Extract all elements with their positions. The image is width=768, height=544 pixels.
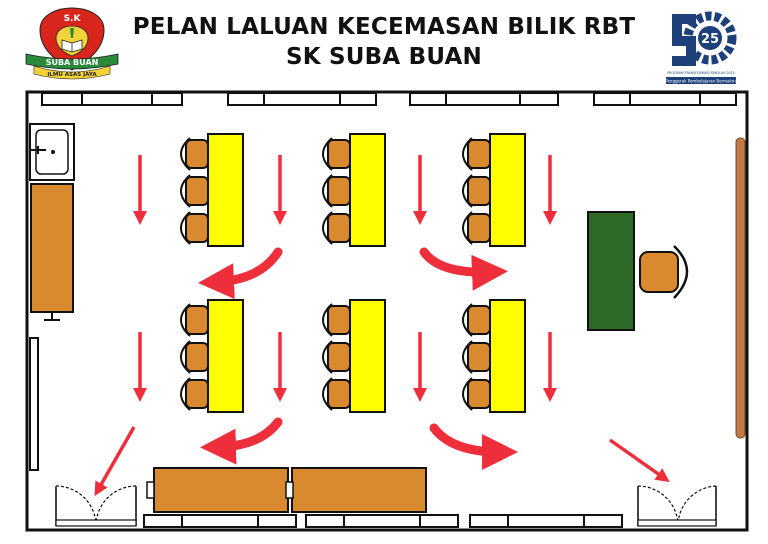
chair-back bbox=[180, 303, 191, 337]
chair-back bbox=[180, 211, 191, 245]
evacuation-arrows bbox=[94, 155, 670, 497]
chair-back bbox=[322, 211, 333, 245]
student-chair bbox=[185, 139, 209, 169]
bottom-window bbox=[305, 514, 459, 528]
student-chair bbox=[467, 139, 491, 169]
student-chair bbox=[185, 305, 209, 335]
top-window bbox=[409, 92, 559, 106]
logo-number: 25 bbox=[701, 32, 719, 47]
chair-back bbox=[462, 377, 473, 411]
desk-group bbox=[462, 299, 526, 413]
chair-back bbox=[462, 211, 473, 245]
chair-back bbox=[322, 303, 333, 337]
desk-group bbox=[322, 133, 386, 247]
chair-back bbox=[322, 340, 333, 374]
evacuation-arrow bbox=[429, 423, 518, 470]
desk-group bbox=[462, 133, 526, 247]
sink bbox=[29, 123, 75, 181]
evacuation-arrow bbox=[94, 426, 136, 497]
student-chair bbox=[327, 342, 351, 372]
student-chair bbox=[467, 305, 491, 335]
chair-back bbox=[180, 137, 191, 171]
evacuation-arrow bbox=[608, 438, 670, 483]
desk-group bbox=[180, 299, 244, 413]
page-title: PELAN LALUAN KECEMASAN BILIK RBT SK SUBA… bbox=[110, 12, 658, 72]
evacuation-arrow bbox=[200, 417, 283, 465]
torch-icon bbox=[70, 28, 74, 38]
student-desk bbox=[207, 133, 244, 247]
student-desks bbox=[180, 133, 526, 413]
title-line-1: PELAN LALUAN KECEMASAN BILIK RBT bbox=[132, 14, 636, 40]
chair-back bbox=[462, 303, 473, 337]
logo-motto-ribbon bbox=[33, 65, 111, 80]
student-chair bbox=[185, 176, 209, 206]
student-chair bbox=[327, 305, 351, 335]
evacuation-arrow bbox=[198, 247, 283, 300]
evacuation-arrow bbox=[419, 247, 508, 291]
room-wall bbox=[25, 90, 749, 532]
chair-back bbox=[180, 174, 191, 208]
student-chair bbox=[185, 342, 209, 372]
bottom-window bbox=[469, 514, 623, 528]
student-chair bbox=[185, 213, 209, 243]
student-chair bbox=[327, 379, 351, 409]
logo-motto-text: ILMU ASAS JAYA bbox=[47, 72, 97, 78]
chair-back bbox=[322, 174, 333, 208]
title-line-2: SK SUBA BUAN bbox=[286, 44, 482, 70]
chair-back bbox=[180, 340, 191, 374]
chair-back bbox=[462, 174, 473, 208]
student-chair bbox=[467, 342, 491, 372]
student-desk bbox=[207, 299, 244, 413]
student-chair bbox=[185, 379, 209, 409]
desk-group bbox=[180, 133, 244, 247]
teacher-desk bbox=[587, 211, 635, 331]
student-chair bbox=[467, 213, 491, 243]
side-cabinet bbox=[30, 183, 74, 321]
logo-caption-1: PROGRAM TRANSFORMASI SEKOLAH 2025 bbox=[667, 71, 734, 75]
left-window bbox=[29, 337, 39, 471]
student-desk bbox=[349, 133, 386, 247]
school-logo: S.K SUBA BUAN ILMU ASAS JAYA bbox=[25, 7, 119, 80]
student-chair bbox=[467, 379, 491, 409]
student-chair bbox=[467, 176, 491, 206]
logo-caption-bar bbox=[666, 77, 736, 84]
chair-back bbox=[462, 137, 473, 171]
chair-back bbox=[180, 377, 191, 411]
bottom-cabinet bbox=[146, 467, 289, 513]
program-logo: 25 PROGRAM TRANSFORMASI SEKOLAH 2025 Pen… bbox=[663, 7, 739, 85]
top-window bbox=[593, 92, 737, 106]
student-chair bbox=[327, 139, 351, 169]
exit-door-right bbox=[637, 485, 717, 527]
chair-back bbox=[322, 377, 333, 411]
chair-back bbox=[462, 340, 473, 374]
student-chair bbox=[327, 213, 351, 243]
logo-gear-circle bbox=[683, 11, 737, 65]
logo-banner-text: SUBA BUAN bbox=[46, 58, 99, 67]
bottom-window bbox=[143, 514, 297, 528]
exit-door-left bbox=[55, 485, 137, 527]
whiteboard bbox=[735, 137, 746, 439]
student-desk bbox=[349, 299, 386, 413]
student-chair bbox=[327, 176, 351, 206]
faucet-icon bbox=[30, 146, 46, 154]
logo-banner bbox=[25, 53, 119, 70]
logo-caption-2: Penggerak Pembelajaran Bermakna bbox=[665, 79, 737, 84]
bottom-cabinet bbox=[285, 467, 427, 513]
top-window bbox=[227, 92, 377, 106]
desk-group bbox=[322, 299, 386, 413]
student-desk bbox=[489, 133, 526, 247]
logo-top-text: S.K bbox=[64, 14, 82, 24]
teacher-chair bbox=[639, 245, 689, 299]
student-desk bbox=[489, 299, 526, 413]
chair-back bbox=[322, 137, 333, 171]
top-window bbox=[41, 92, 183, 106]
